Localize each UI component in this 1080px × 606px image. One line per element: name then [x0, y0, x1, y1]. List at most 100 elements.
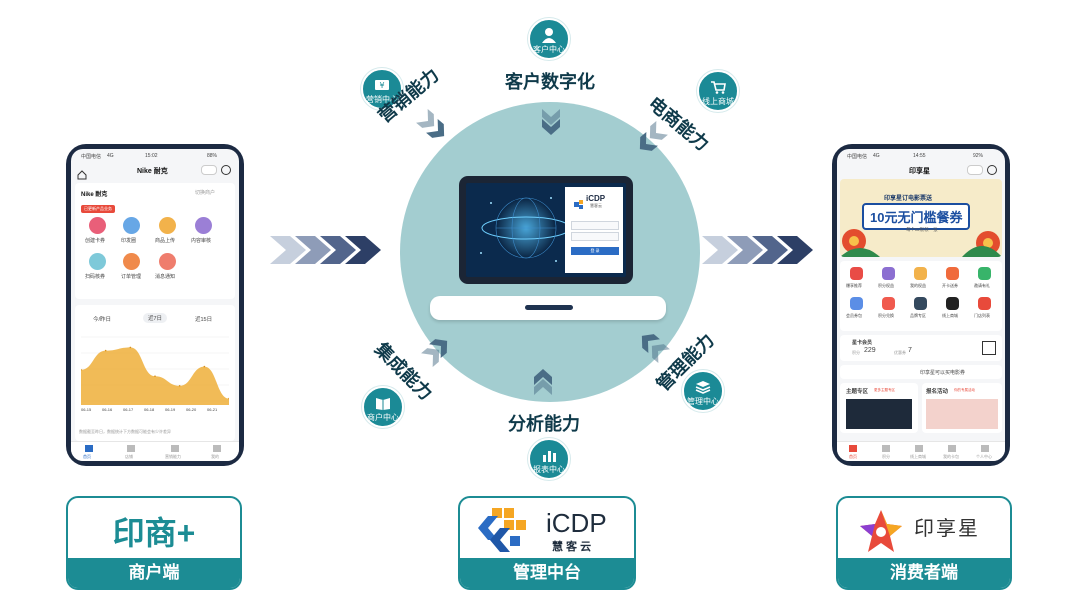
merchant-tools-card — [75, 183, 235, 299]
online-mall-icon[interactable] — [946, 297, 959, 310]
merchant-phone: 中国电信 4G 15:02 88% Nike 耐克 Nike 耐克 切换商户 已… — [66, 144, 244, 466]
nav-label[interactable]: 营销能力 — [165, 454, 181, 459]
scan-verify-icon[interactable] — [89, 253, 106, 270]
consumer-card: 印享星 消费者端 — [836, 496, 1012, 590]
more-icon[interactable] — [967, 165, 983, 175]
nav-marketing-icon[interactable] — [171, 445, 179, 452]
data-point — [129, 346, 132, 349]
arrow-top-left — [416, 108, 450, 144]
x-tick: 06-19 — [165, 407, 176, 412]
management-center-badge: 管理中心 — [682, 370, 724, 412]
login-brand: iCDP — [586, 194, 606, 203]
status-time: 15:02 — [145, 153, 158, 159]
consumer-phone: 中国电信 4G 14:55 92% 印享星 印享星订电影票送 10元无门槛餐券 … — [832, 144, 1010, 466]
grid-label: 会员券包 — [846, 313, 862, 318]
status-carrier: 中国电信 — [847, 154, 868, 160]
merchant-footer: 商户端 — [68, 558, 240, 588]
nav-label[interactable]: 首页 — [849, 454, 857, 459]
x-tick: 06-15 — [81, 407, 92, 412]
member-card[interactable]: 星卡会员 积分 229 优惠券 7 — [840, 335, 1002, 361]
promo-sub-text: 每个ID限领一张 — [906, 227, 938, 232]
store-list-icon[interactable] — [978, 297, 991, 310]
qr-code-icon[interactable] — [982, 341, 996, 355]
customer-center-badge: 客户中心 — [528, 18, 570, 60]
login-button[interactable]: 登 录 — [571, 247, 619, 255]
content-review-icon[interactable] — [195, 217, 212, 234]
icdp-logo-icon — [574, 195, 584, 209]
more-icon[interactable] — [201, 165, 217, 175]
activity-zone[interactable]: 报名活动 你的专属活动 — [922, 383, 1002, 433]
nav-points-icon[interactable] — [882, 445, 890, 452]
notice-bar[interactable]: 印享星可以买电影券 — [840, 365, 1002, 379]
nav-label[interactable]: 我的 — [211, 454, 219, 459]
icdp-logo-icon — [478, 508, 526, 552]
promo-banner[interactable]: 印享星订电影票送 10元无门槛餐券 每个ID限领一张 — [840, 179, 1002, 257]
close-icon[interactable] — [987, 165, 997, 175]
nav-label[interactable]: 店铺 — [125, 454, 133, 459]
ticket-icon: ¥ — [375, 80, 389, 90]
tab-15days[interactable]: 近15日 — [195, 317, 213, 323]
points-exchange-icon[interactable] — [882, 297, 895, 310]
card-coupon-icon[interactable] — [946, 267, 959, 280]
nav-home-icon[interactable] — [849, 445, 857, 452]
nav-label[interactable]: 个人中心 — [976, 454, 992, 459]
password-field[interactable] — [571, 232, 619, 241]
nav-home-icon[interactable] — [85, 445, 93, 452]
theme-zone[interactable]: 主题专区 更多主题专区 — [840, 383, 918, 433]
print-circle-icon[interactable] — [123, 217, 140, 234]
create-coupon-icon[interactable] — [89, 217, 106, 234]
nav-profile-icon[interactable] — [213, 445, 221, 452]
nav-profile-icon[interactable] — [981, 445, 989, 452]
bottom-nav: 首页 积分 线上商城 我的卡包 个人中心 — [837, 441, 1005, 461]
grid-label: 线上商城 — [942, 313, 958, 318]
points-value: 229 — [864, 347, 876, 354]
data-note: 数据截至昨日，数据统计下方数据可能会有少许差异 — [79, 429, 171, 434]
tab-today[interactable]: 今/昨日 — [93, 317, 112, 323]
online-mall-label: 线上商城 — [702, 97, 734, 106]
customer-digital-label: 客户数字化 — [505, 72, 595, 92]
login-subtitle: 慧客云 — [590, 203, 602, 208]
nav-cardpack-icon[interactable] — [948, 445, 956, 452]
nav-store-icon[interactable] — [127, 445, 135, 452]
tab-7days[interactable]: 近7日 — [143, 313, 168, 323]
switch-merchant-link[interactable]: 切换商户 — [195, 190, 216, 196]
recommend-icon[interactable] — [850, 267, 863, 280]
grid-label: 邀请有礼 — [974, 283, 990, 288]
my-rights-icon[interactable] — [914, 267, 927, 280]
x-tick: 06-21 — [207, 407, 218, 412]
book-icon — [376, 398, 390, 410]
data-point — [154, 375, 156, 377]
nav-label[interactable]: 线上商城 — [910, 454, 926, 459]
laptop-trackpad — [525, 305, 573, 310]
grid-label: 商品上传 — [155, 238, 176, 244]
theme-zone-title: 主题专区 — [846, 389, 869, 395]
grid-label: 创建卡券 — [85, 238, 106, 244]
brand-zone-icon[interactable] — [914, 297, 927, 310]
points-rights-icon[interactable] — [882, 267, 895, 280]
nav-label[interactable]: 积分 — [882, 454, 890, 459]
grid-label: 积分兑换 — [878, 313, 894, 318]
username-field[interactable] — [571, 221, 619, 230]
theme-zone-image — [846, 399, 912, 429]
promo-decor — [840, 229, 1002, 257]
grid-label: 内容审核 — [191, 238, 212, 244]
close-icon[interactable] — [221, 165, 231, 175]
nav-label[interactable]: 首页 — [83, 454, 91, 459]
message-icon[interactable] — [159, 253, 176, 270]
report-center-label: 报表中心 — [533, 465, 565, 474]
coupon-pack-icon[interactable] — [850, 297, 863, 310]
arrow-bottom-left — [421, 333, 453, 368]
status-network: 4G — [873, 153, 880, 159]
product-upload-icon[interactable] — [159, 217, 176, 234]
x-axis-ticks: 06-15 06-16 06-17 06-18 06-19 06-20 06-2… — [81, 407, 229, 415]
order-manage-icon[interactable] — [123, 253, 140, 270]
nav-mall-icon[interactable] — [915, 445, 923, 452]
grid-label: 爆享推荐 — [846, 283, 862, 288]
invite-icon[interactable] — [978, 267, 991, 280]
service-grid: 爆享推荐 积分权益 我的权益 开卡送券 邀请有礼 会员券包 积分兑换 品牌专区 … — [840, 261, 1002, 331]
consumer-brand: 印享星 — [914, 518, 980, 540]
home-icon[interactable] — [77, 165, 87, 180]
nav-label[interactable]: 我的卡包 — [943, 454, 959, 459]
arrow-hub-to-consumer — [702, 236, 813, 264]
